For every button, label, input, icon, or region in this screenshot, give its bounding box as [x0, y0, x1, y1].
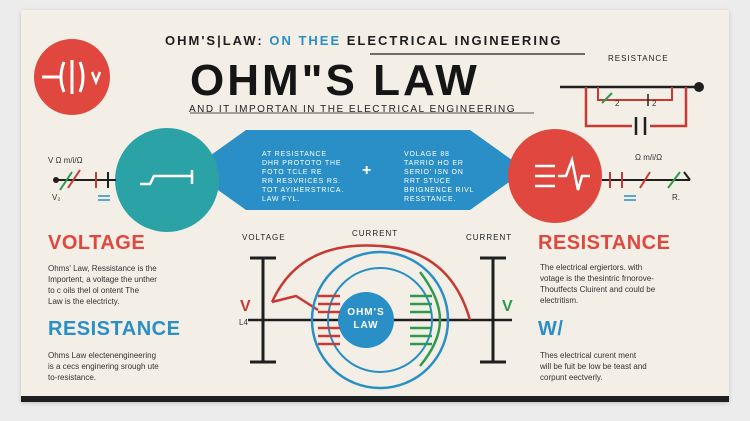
- resistance-emblem-icon: [508, 129, 602, 223]
- resistance-text-right: The electrical ergiertors. with votage i…: [540, 263, 656, 305]
- diagram-center-label: OHM'S LAW: [340, 306, 392, 332]
- bottom-bar: [21, 396, 729, 402]
- circuit-resistance-label: RESISTANCE: [608, 54, 669, 63]
- overline: OHM'S|LAW: ON THEE ELECTRICAL INGINEERIN…: [165, 33, 562, 48]
- diagram-voltage-label: VOLTAGE: [242, 233, 286, 242]
- resistance-text-left: Ohms Law electenengineering is a cecs en…: [48, 351, 159, 382]
- overline-part2: ON THEE: [269, 33, 342, 48]
- right-wire-circuit: [602, 171, 691, 201]
- circuit-num-left: 2: [615, 99, 620, 108]
- right-wire-label-top: Ω m/i/Ω: [635, 153, 663, 162]
- band-plus: +: [362, 162, 372, 179]
- left-wire-label-top: V Ω m/i/Ω: [48, 156, 83, 165]
- w-text: Thes electrical curent ment will be fuit…: [540, 351, 647, 382]
- right-wire-label-bottom: R.: [672, 193, 680, 202]
- diagram-l4-left: L4: [239, 318, 248, 327]
- resistance-heading-right: RESISTANCE: [538, 232, 671, 254]
- info-band: [190, 130, 526, 210]
- overline-part1: OHM'S|LAW:: [165, 33, 264, 48]
- left-wire-circuit: [53, 169, 116, 201]
- left-wire-label-bottom: V₂: [52, 193, 61, 202]
- diagram-current-label-1: CURRENT: [352, 229, 399, 238]
- diagram-v-right: V: [502, 298, 513, 315]
- resistance-heading-left: RESISTANCE: [48, 318, 181, 340]
- circuit-num-right: 2: [652, 99, 657, 108]
- band-text-left: AT RESISTANCE DHR PROTOTO THE FOTO TCLE …: [262, 151, 345, 203]
- top-right-circuit: [560, 82, 704, 135]
- w-heading: W/: [538, 318, 564, 340]
- voltage-heading: VOLTAGE: [48, 232, 146, 254]
- diagram-center-line1: OHM'S: [347, 307, 385, 318]
- current-emblem-icon: [115, 128, 219, 232]
- diagram-center-line2: LAW: [353, 320, 379, 331]
- voltage-emblem-icon: [34, 39, 110, 115]
- diagram-v-left: V: [240, 298, 251, 315]
- voltage-text: Ohms' Law, Ressistance is the Importent,…: [48, 264, 157, 306]
- ohms-law-diagram: [248, 244, 512, 390]
- page-title: OHM"S LAW: [190, 56, 480, 105]
- page-subtitle: AND IT IMPORTAN IN THE ELECTRICAL ENGINE…: [189, 104, 516, 115]
- diagram-current-label-2: CURRENT: [466, 233, 513, 242]
- overline-part3: ELECTRICAL INGINEERING: [346, 33, 563, 48]
- band-text-right: VOLAGE 88 TARRIO HO ER SERIO' ISN ON RRT…: [404, 151, 475, 203]
